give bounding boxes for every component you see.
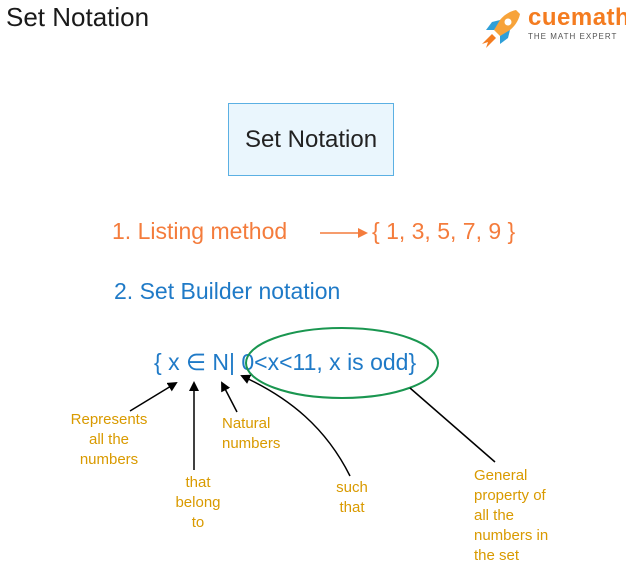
arrow-such-that	[240, 374, 351, 477]
arrow-represents	[129, 381, 178, 412]
annotation-such-that: such that	[336, 479, 368, 516]
set-builder-expression: { x ∈ N| 0<x<11, x is odd}	[154, 349, 417, 375]
annotation-general-property: General property of all the numbers in t…	[474, 467, 549, 564]
logo-tagline: THE MATH EXPERT	[528, 32, 618, 41]
rocket-icon	[482, 10, 520, 48]
arrow-natural	[221, 381, 238, 413]
cuemath-logo[interactable]	[476, 6, 626, 50]
arrow-general	[409, 387, 496, 463]
listing-method-set: { 1, 3, 5, 7, 9 }	[372, 218, 516, 244]
property-ellipse	[245, 327, 439, 399]
set-builder-label: 2. Set Builder notation	[114, 278, 341, 304]
annotation-that-belong-to: that belong to	[175, 474, 221, 531]
logo-wordmark: cuemath	[528, 4, 626, 31]
listing-method-label: 1. Listing method	[112, 218, 288, 244]
annotation-natural-numbers: Natural numbers	[222, 415, 281, 452]
set-notation-box: Set Notation	[228, 103, 394, 176]
annotation-represents-all: Represents all the numbers	[70, 411, 148, 468]
page-title: Set Notation	[6, 2, 150, 32]
